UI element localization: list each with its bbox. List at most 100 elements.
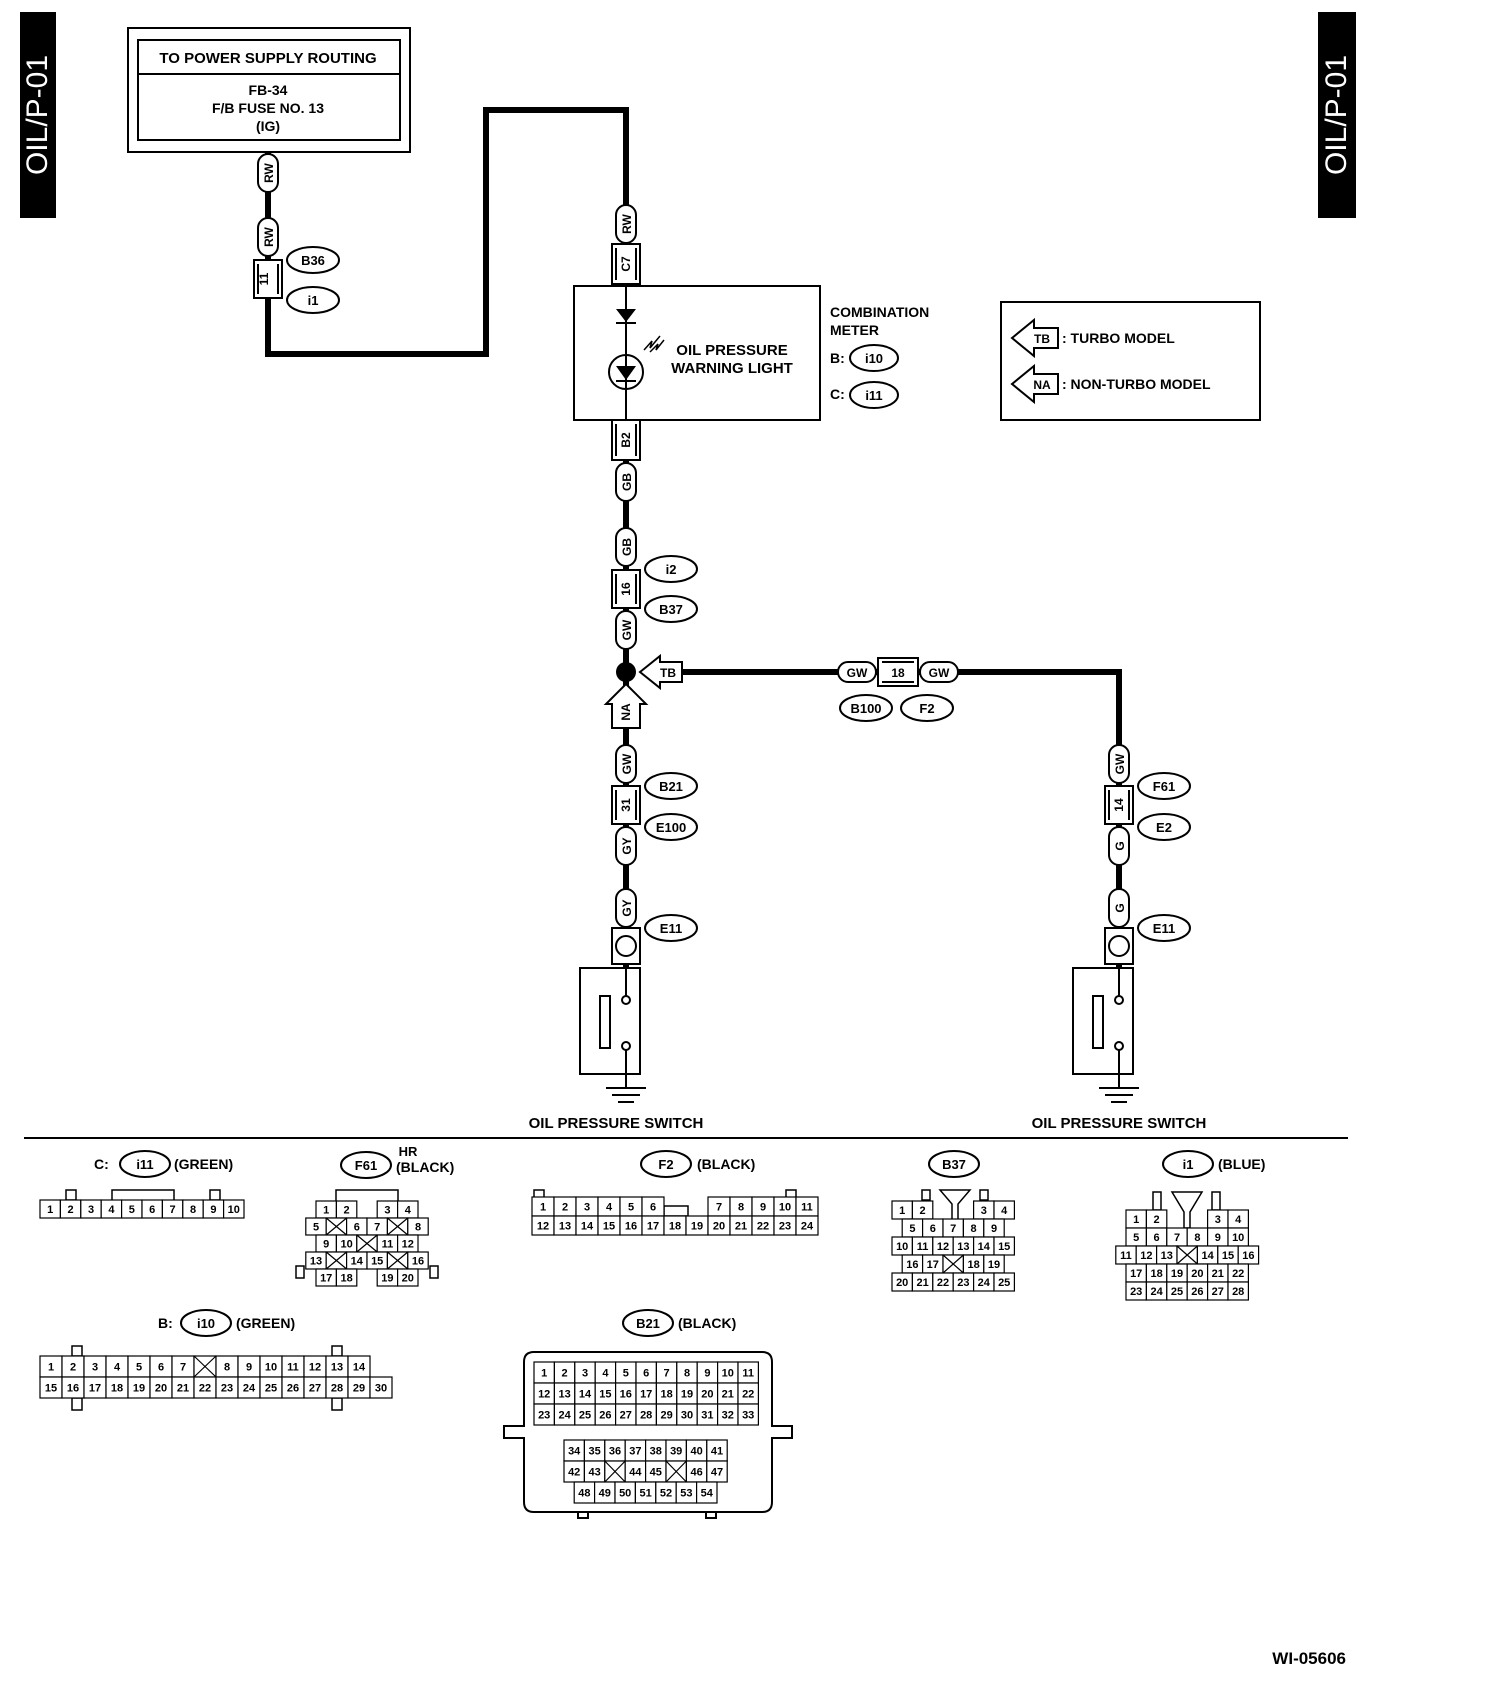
- pin-number: 17: [89, 1383, 101, 1395]
- pin-number: 1: [323, 1205, 329, 1217]
- view-f2-oval: F2: [640, 1150, 692, 1178]
- svg-text:i10: i10: [865, 351, 883, 366]
- pin-number: 11: [917, 1241, 929, 1253]
- pin-number: 2: [68, 1204, 74, 1216]
- pin-number: 23: [538, 1410, 550, 1422]
- pin-cell: [335, 1268, 358, 1287]
- pin-number: 16: [1242, 1250, 1254, 1262]
- oval-f61: F61: [1137, 772, 1191, 800]
- junction-na-arrow-icon: [603, 682, 649, 729]
- view-b-oval: i10: [180, 1309, 232, 1337]
- pin-number: 1: [1133, 1214, 1139, 1226]
- pin-number: 5: [1133, 1232, 1139, 1244]
- pin-number: 38: [650, 1446, 662, 1458]
- junction-na-label: NA: [619, 703, 633, 721]
- view-i11-outline: [65, 1189, 221, 1201]
- pin-number: 17: [320, 1273, 332, 1285]
- side-tag-right-text: OIL/P-01: [1320, 54, 1353, 176]
- pin-number: 14: [351, 1256, 364, 1268]
- oil-pressure-switch-left: [579, 927, 646, 1103]
- switch-label-right: OIL PRESSURE SWITCH: [1032, 1115, 1207, 1132]
- wire-turbo-branch: [682, 669, 1122, 968]
- wire-label-gb-1: GB: [615, 462, 637, 502]
- svg-text:G: G: [1113, 903, 1127, 912]
- pin-number: 21: [735, 1221, 747, 1233]
- view-i1-oval: i1: [1162, 1150, 1214, 1178]
- light-rays-icon: [643, 335, 665, 353]
- pin-number: 10: [1232, 1232, 1244, 1244]
- power-box-line2: F/B FUSE NO. 13: [212, 100, 324, 116]
- blank-pin-cross: [193, 1355, 217, 1378]
- pin-box-16: 16: [611, 569, 641, 609]
- svg-text:F61: F61: [355, 1158, 377, 1173]
- svg-text:B2: B2: [619, 432, 633, 448]
- pin-number: 15: [371, 1256, 383, 1268]
- pin-number: 18: [1150, 1268, 1162, 1280]
- pin-number: 2: [562, 1202, 568, 1214]
- svg-text:GW: GW: [1113, 753, 1127, 774]
- blank-pin-cross: [325, 1251, 347, 1270]
- junction: TB NA: [603, 653, 683, 729]
- svg-text:B37: B37: [659, 602, 683, 617]
- svg-text:i1: i1: [308, 293, 319, 308]
- pin-number: 19: [691, 1221, 703, 1233]
- pin-number: 26: [287, 1383, 299, 1395]
- blank-pin-cross: [604, 1460, 626, 1483]
- pin-number: 39: [670, 1446, 682, 1458]
- figure-id: WI-05606: [1272, 1649, 1346, 1668]
- meter-label-line1: OIL PRESSURE: [676, 342, 787, 359]
- pin-box-14: 14: [1104, 785, 1134, 825]
- legend-na-arrow-icon: [1010, 363, 1059, 405]
- pin-number: 18: [669, 1221, 681, 1233]
- legend-tb-text: : TURBO MODEL: [1062, 330, 1175, 346]
- pin-number: 23: [221, 1383, 233, 1395]
- diode-icon: [616, 309, 636, 322]
- pin-number: 53: [680, 1488, 692, 1500]
- power-box-line1: FB-34: [249, 82, 288, 98]
- pin-number: 20: [1191, 1268, 1203, 1280]
- pin-number: 8: [224, 1362, 230, 1374]
- junction-tb-arrow-icon: [638, 653, 683, 691]
- svg-text:B21: B21: [636, 1316, 660, 1331]
- pin-number: 3: [92, 1362, 98, 1374]
- oval-e11-right: E11: [1137, 914, 1191, 942]
- view-b21-oval: B21: [622, 1309, 674, 1337]
- pin-number: 9: [760, 1202, 766, 1214]
- pin-number: 14: [581, 1221, 594, 1233]
- pin-number: 29: [353, 1383, 365, 1395]
- pin-number: 31: [701, 1410, 713, 1422]
- pin-cell: [369, 1376, 393, 1399]
- pin-number: 4: [1001, 1205, 1008, 1217]
- pin-number: 27: [620, 1410, 632, 1422]
- oval-f2: F2: [900, 694, 954, 722]
- pin-number: 17: [1130, 1268, 1142, 1280]
- junction-dot: [616, 662, 636, 682]
- pin-number: 28: [1232, 1286, 1244, 1298]
- meter-conn-c-prefix: C:: [830, 386, 845, 402]
- pin-number: 19: [381, 1273, 393, 1285]
- pin-number: 24: [801, 1221, 814, 1233]
- side-tag-left: OIL/P-01: [20, 12, 56, 218]
- pin-number: 14: [978, 1241, 991, 1253]
- pin-number: 45: [650, 1467, 662, 1479]
- oval-b36: B36: [286, 246, 340, 274]
- svg-text:E2: E2: [1156, 820, 1172, 835]
- pin-number: 4: [1235, 1214, 1242, 1226]
- pin-number: 20: [155, 1383, 167, 1395]
- pin-number: 7: [180, 1362, 186, 1374]
- pin-number: 28: [640, 1410, 652, 1422]
- oval-meter-i11: i11: [849, 381, 899, 409]
- combination-meter: OIL PRESSURE WARNING LIGHT: [573, 285, 821, 421]
- legend-tb-tag: TB: [1034, 332, 1050, 346]
- svg-text:E11: E11: [660, 921, 682, 936]
- oval-i2: i2: [644, 555, 698, 583]
- pin-cell: [223, 1199, 245, 1219]
- svg-text:GW: GW: [620, 619, 634, 640]
- pin-number: 15: [599, 1389, 611, 1401]
- oval-i1: i1: [286, 286, 340, 314]
- switch-label-left: OIL PRESSURE SWITCH: [529, 1115, 704, 1132]
- pin-number: 2: [344, 1205, 350, 1217]
- oval-b100: B100: [839, 694, 893, 722]
